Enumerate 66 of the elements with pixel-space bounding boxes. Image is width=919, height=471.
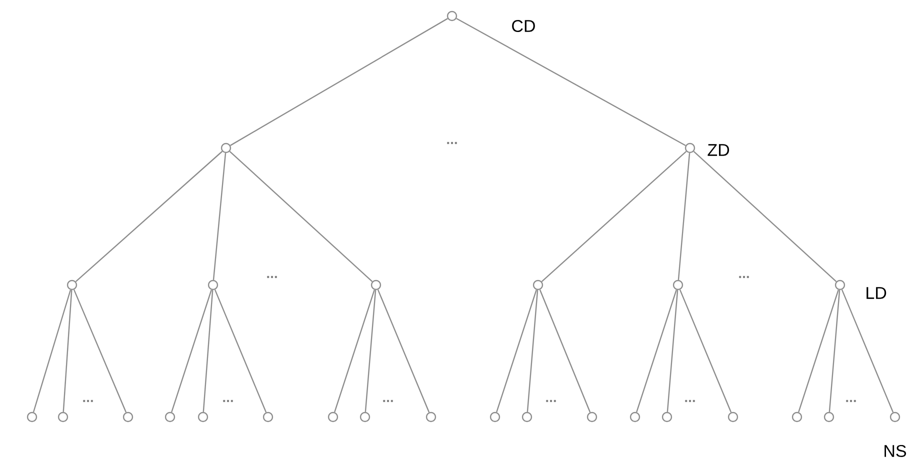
tree-line [666,290,678,412]
ellipsis: ... [447,142,457,144]
tree-node [360,412,370,422]
tree-line [678,153,690,280]
tree-node [890,412,900,422]
tree-node [122,412,134,422]
tree-line [73,289,127,413]
ellipsis: ... [83,400,93,402]
tree-line [377,289,430,413]
tree-node [630,412,640,422]
tree-line [541,150,687,282]
tree-node [198,412,208,422]
node-label: LD [866,287,886,299]
tree-line [364,290,376,412]
tree-node [426,412,436,422]
ellipsis: ... [546,400,556,402]
tree-node [672,280,684,290]
tree-line [456,18,686,146]
ellipsis: ... [685,400,695,402]
tree-line [214,289,267,413]
tree-node [824,412,834,422]
tree-line [171,290,212,412]
tree-node [262,412,274,422]
tree-line [229,151,373,282]
ellipsis: ... [739,276,749,278]
tree-node [490,412,500,422]
tree-line [75,150,223,282]
tree-node [728,412,738,422]
tree-node [208,280,218,290]
tree-line [679,289,732,413]
tree-node [532,280,544,290]
tree-node [26,412,38,422]
tree-node [586,412,598,422]
tree-node [66,280,78,290]
ellipsis: ... [267,276,277,278]
tree-line [230,18,448,146]
tree-node [662,412,672,422]
tree-node [834,280,846,290]
tree-line [62,290,72,412]
node-label: ZD [708,144,730,156]
tree-node [328,412,338,422]
tree-node [684,142,696,154]
node-label: CD [512,20,535,32]
node-label: NS [884,444,906,458]
tree-line [841,289,894,413]
tree-node [58,412,68,422]
tree-line [693,151,837,282]
ellipsis: ... [846,400,856,402]
tree-line [798,290,839,412]
tree-line [539,289,591,412]
tree-line [496,290,537,412]
ellipsis: ... [383,400,393,402]
tree-line [828,290,840,412]
tree-node [792,412,802,422]
tree-line [32,290,72,412]
tree-line [636,290,677,412]
tree-line [334,290,375,412]
tree-line [526,290,538,412]
tree-node [522,412,532,422]
tree-node [220,142,232,154]
tree-node [164,412,176,422]
tree-line [212,153,226,280]
tree-node [370,280,382,290]
tree-line [202,290,214,412]
ellipsis: ... [223,400,233,402]
tree-node [446,10,458,22]
